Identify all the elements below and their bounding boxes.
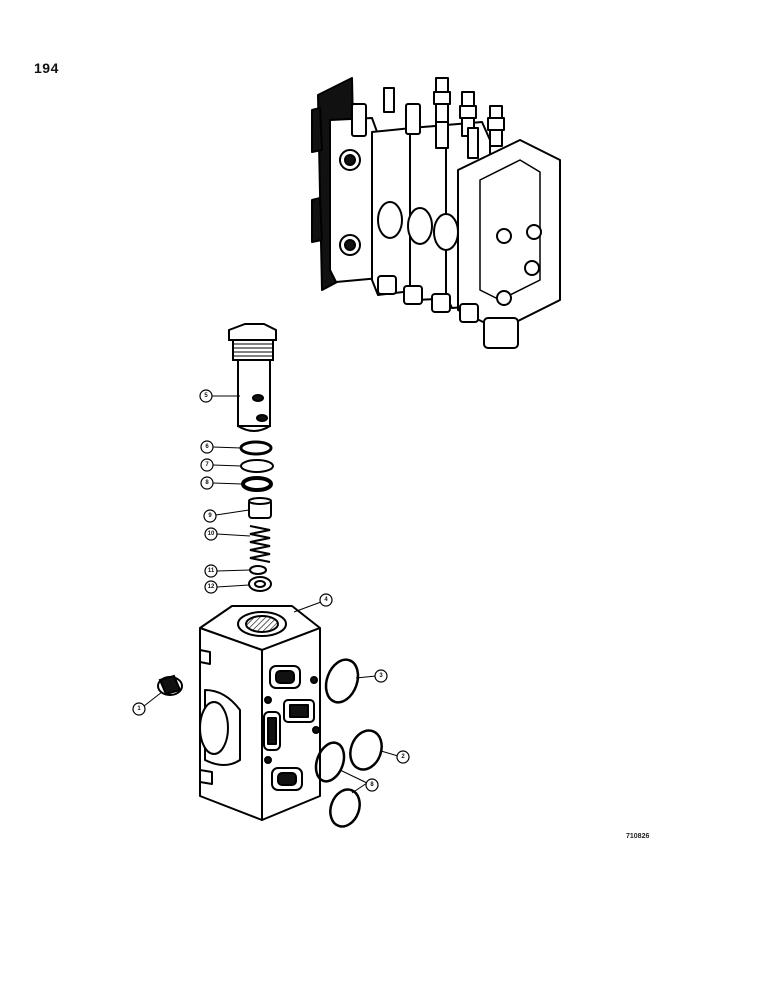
part-spring <box>249 525 271 563</box>
svg-text:2: 2 <box>401 754 405 760</box>
part-o-ring-8 <box>241 476 273 492</box>
svg-text:5: 5 <box>204 393 208 399</box>
callout-3: 3 <box>374 669 388 683</box>
svg-text:9: 9 <box>208 513 212 519</box>
callout-4: 4 <box>319 593 333 607</box>
part-seat <box>248 576 272 592</box>
callout-9: 9 <box>203 509 217 523</box>
callout-1: 1 <box>132 702 146 716</box>
svg-text:1: 1 <box>137 706 141 712</box>
callout-5: 5 <box>199 389 213 403</box>
callout-10: 10 <box>204 527 218 541</box>
part-o-ring-lower-a <box>314 741 346 783</box>
svg-text:4: 4 <box>324 597 328 603</box>
callout-2: 2 <box>396 750 410 764</box>
page-number: 194 <box>34 60 59 76</box>
svg-text:8: 8 <box>370 782 374 788</box>
svg-text:11: 11 <box>208 568 215 574</box>
callout-6: 6 <box>200 440 214 454</box>
callout-12: 12 <box>204 580 218 594</box>
svg-text:3: 3 <box>379 673 383 679</box>
callout-8: 8 <box>200 476 214 490</box>
part-section-body <box>199 605 321 821</box>
part-o-ring-lower-b <box>329 788 361 828</box>
part-washer <box>249 565 267 575</box>
part-o-ring-2 <box>349 729 383 771</box>
part-backup-ring-7 <box>240 459 274 473</box>
part-poppet <box>248 497 272 519</box>
part-pipe-plug <box>157 674 183 696</box>
figure-code: 710826 <box>626 833 650 840</box>
svg-text:7: 7 <box>205 462 209 468</box>
callout-7: 7 <box>200 458 214 472</box>
valve-assembly-illustration <box>311 77 561 349</box>
svg-text:10: 10 <box>208 531 215 537</box>
part-o-ring-3 <box>324 658 360 704</box>
callout-11: 11 <box>204 564 218 578</box>
part-o-ring-6 <box>239 440 273 456</box>
svg-text:6: 6 <box>205 444 209 450</box>
svg-text:12: 12 <box>208 584 215 590</box>
leader-lines <box>143 395 399 794</box>
part-relief-plug <box>228 323 277 432</box>
callout-8-lower: 8 <box>365 778 379 792</box>
svg-text:8: 8 <box>205 480 209 486</box>
